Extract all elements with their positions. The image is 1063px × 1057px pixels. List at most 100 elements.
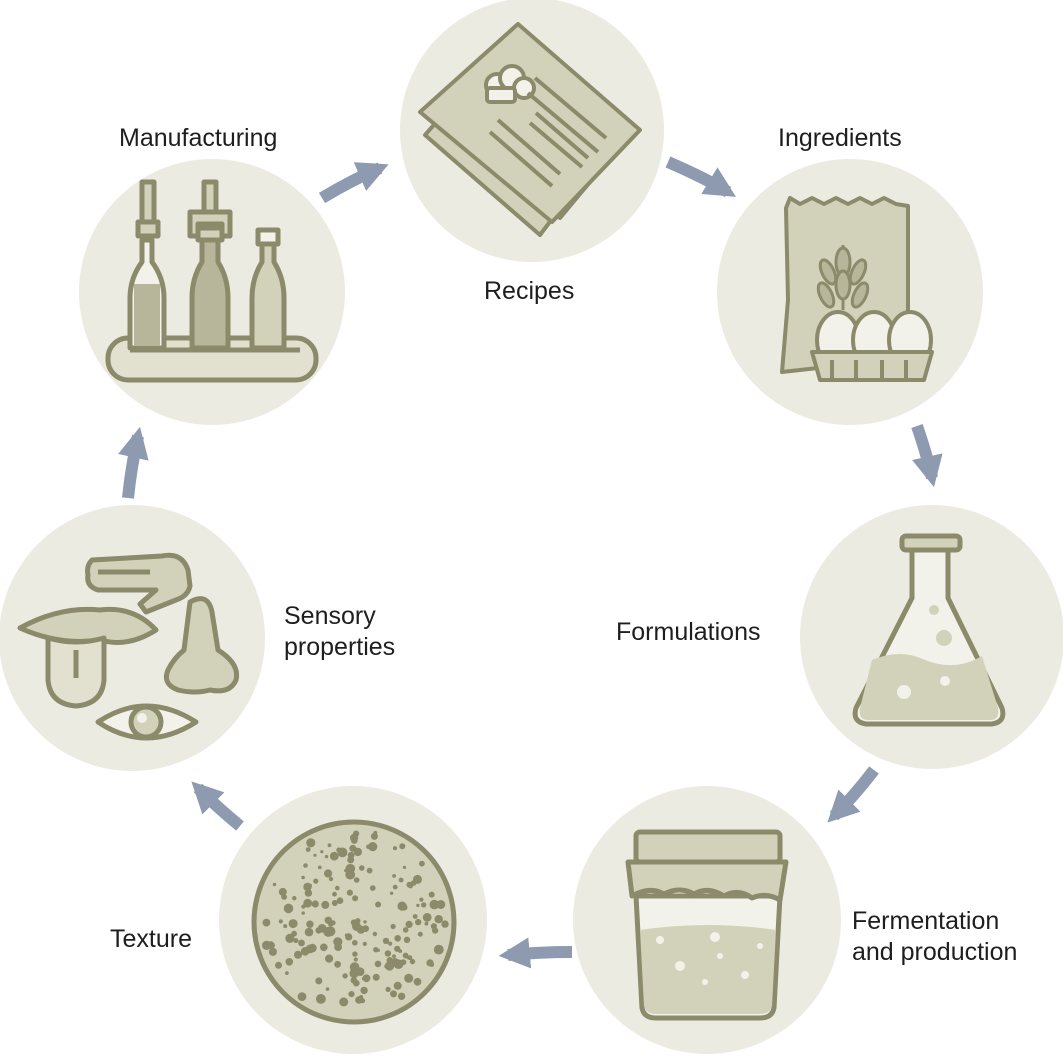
texture-pore (361, 976, 366, 981)
flow-arrows (118, 156, 943, 969)
texture-label-line: Texture (110, 925, 192, 953)
texture-pore (353, 847, 362, 857)
texture-pore (392, 846, 398, 851)
texture-pore (419, 860, 425, 867)
texture-pore (325, 926, 336, 937)
arrow-fermentation-to-texture (498, 937, 573, 969)
texture-pore (344, 868, 348, 873)
texture-pore (315, 977, 323, 985)
texture-pore (269, 941, 273, 946)
texture-pore (409, 958, 416, 965)
texture-pore (291, 930, 297, 937)
texture-pore (352, 895, 359, 902)
texture-pore (355, 996, 363, 1004)
texture-pore (303, 863, 308, 868)
texture-pore (346, 889, 353, 896)
texture-pore (426, 915, 431, 920)
texture-pore (357, 969, 364, 975)
tongue-mouth-icon (17, 606, 159, 709)
texture-pore (347, 851, 355, 859)
texture-pore (328, 876, 334, 882)
texture-pore (308, 883, 312, 888)
texture-pore (349, 968, 359, 979)
texture-pore (345, 863, 356, 874)
texture-pore (350, 833, 359, 843)
fermentation-label-line-1: Fermentation (852, 907, 1000, 935)
erlenmeyer-flask-icon (852, 533, 1006, 727)
texture-pore (334, 960, 341, 968)
texture-pore (415, 918, 422, 926)
texture-pore (339, 997, 349, 1007)
texture-pore (419, 897, 424, 902)
arrow-recipes-to-ingredients (665, 156, 736, 198)
texture-pore (262, 940, 272, 951)
formulations-label: Formulations (616, 617, 761, 648)
texture-pore (292, 896, 297, 901)
bottling-line-icon (105, 179, 319, 383)
texture-pore (285, 958, 294, 966)
nose-icon (163, 596, 240, 695)
texture-pore (327, 843, 332, 848)
texture-pore (289, 919, 297, 927)
texture-pore (335, 885, 340, 891)
texture-pore (324, 854, 329, 859)
texture-pore (334, 943, 342, 951)
texture-pore (402, 927, 409, 933)
recipes-label: Recipes (484, 276, 574, 307)
texture-pore (337, 847, 348, 858)
texture-pore (398, 949, 403, 953)
texture-pore (324, 916, 332, 924)
texture-pore (373, 947, 379, 953)
sensory-label: Sensory properties (284, 601, 395, 663)
arrow-ingredients-to-formulations (911, 424, 943, 488)
texture-pore (285, 933, 295, 944)
texture-pore (436, 902, 442, 908)
arrow-manufacturing-to-recipes (318, 162, 389, 204)
texture-pore (404, 973, 414, 983)
texture-pore (392, 954, 396, 959)
texture-pore (399, 843, 406, 850)
texture-pore (416, 903, 420, 908)
fermentation-jar-icon (625, 829, 789, 1021)
texture-pore (390, 990, 397, 998)
texture-pore (397, 992, 406, 1000)
texture-pore (389, 891, 394, 895)
texture-pore (321, 900, 330, 909)
texture-pore (400, 959, 407, 966)
texture-pore (313, 878, 319, 884)
texture-pore (441, 920, 449, 928)
texture-pore (329, 851, 339, 861)
sensory-label-line-2: properties (284, 633, 396, 661)
texture-pore (403, 936, 411, 943)
manufacturing-label: Manufacturing (119, 123, 277, 154)
texture-pore (294, 950, 302, 959)
texture-pore (402, 865, 407, 870)
texture-pore (304, 889, 313, 897)
texture-pore (301, 911, 305, 915)
texture-pore (352, 940, 358, 946)
flour-sack-eggs-icon (780, 196, 934, 382)
texture-pore (386, 957, 394, 964)
texture-pore (412, 914, 418, 919)
texture-pore (348, 991, 355, 998)
texture-pore (350, 977, 358, 984)
hand-icon (85, 552, 193, 615)
texture-pore (417, 931, 423, 937)
texture-pore (320, 943, 328, 952)
texture-pore (355, 918, 361, 924)
porous-texture-icon (251, 819, 457, 1025)
texture-pore (268, 947, 277, 956)
texture-pore (301, 875, 305, 880)
arrow-formulations-to-fermentation (827, 766, 879, 823)
texture-pore (432, 927, 439, 934)
texture-pore (262, 918, 271, 927)
texture-pore (392, 874, 396, 878)
formulations-label-line: Formulations (616, 618, 761, 646)
texture-pore (344, 933, 349, 938)
arrow-sensory-to-manufacturing (118, 426, 149, 499)
ingredients-label: Ingredients (778, 123, 902, 154)
texture-pore (336, 897, 344, 904)
texture-pore (388, 941, 393, 946)
texture-pore (325, 954, 334, 963)
texture-pore (428, 891, 435, 898)
